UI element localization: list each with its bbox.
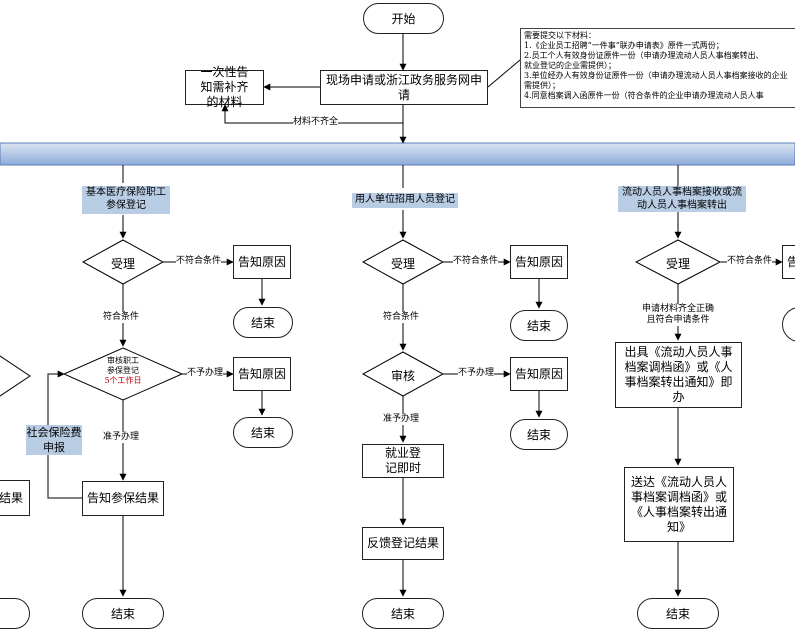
lane1-review-line1: 审核职工 bbox=[107, 356, 139, 365]
lane1-result-box: 告知参保结果 bbox=[82, 481, 164, 516]
lane2-reason2-box: 告知原因 bbox=[510, 357, 568, 391]
lane2-end3: 结束 bbox=[362, 598, 444, 629]
lane2-end1: 结束 bbox=[510, 310, 568, 341]
lane3-reason1-box: 告知原因 bbox=[782, 245, 795, 279]
lane1-not-approved-label: 不予办理 bbox=[187, 368, 224, 379]
apply-box: 现场申请或浙江政务服务网申请 bbox=[320, 70, 488, 105]
lane1-review-days: 5个工作日 bbox=[104, 376, 142, 385]
lane2-end2: 结束 bbox=[510, 419, 568, 450]
note-line: 3.单位经办人有效身份证原件一份（申请办理流动人员人事档案接收的企业 bbox=[524, 71, 788, 80]
lane3-condition-label: 申请材料齐全正确且符合申请条件 bbox=[638, 304, 718, 326]
lane1-accept-label: 受理 bbox=[110, 257, 135, 271]
social-fee-label: 社会保险费申报 bbox=[26, 425, 82, 455]
lane3-deliver-box: 送达《流动人员人事档案调档函》或《人事档案转出通知》 bbox=[624, 467, 734, 542]
lane1-review-line2: 参保登记 bbox=[107, 366, 139, 375]
lane3-end3: 结束 bbox=[637, 598, 719, 629]
materials-note: 需要提交以下材料： 1.《企业员工招聘“一件事”联办申请表》原件一式两份； 2.… bbox=[520, 28, 795, 108]
lane2-accept-label: 受理 bbox=[390, 257, 415, 271]
lane2-not-approved-label: 不予办理 bbox=[458, 368, 495, 379]
start-node: 开始 bbox=[363, 3, 444, 34]
lane2-reason1-box: 告知原因 bbox=[510, 245, 568, 279]
note-line: 需提供）； bbox=[524, 81, 560, 90]
lane1-not-qualified-label: 不符合条件 bbox=[176, 256, 222, 267]
left-result-box: 结果 bbox=[0, 480, 30, 516]
lane2-review-label: 审核 bbox=[390, 369, 415, 383]
lane2-not-qualified-label: 不符合条件 bbox=[453, 256, 499, 267]
note-line: 2.员工个人有效身份证原件一份（申请办理流动人员人事档案转出、 bbox=[524, 51, 764, 60]
lane1-qualified-label: 符合条件 bbox=[103, 312, 140, 323]
lane3-header: 流动人员人事档案接收或流动人员人事档案转出 bbox=[618, 186, 746, 212]
lane1-reason1-box: 告知原因 bbox=[233, 245, 291, 279]
note-line: 1.《企业员工招聘“一件事”联办申请表》原件一式两份； bbox=[524, 41, 724, 50]
swimlane-band bbox=[0, 142, 795, 166]
lane3-accept-label: 受理 bbox=[665, 257, 690, 271]
missing-materials-label: 材料不齐全 bbox=[293, 117, 339, 128]
lane2-qualified-label: 符合条件 bbox=[383, 312, 420, 323]
decision-left-fragment bbox=[0, 355, 31, 397]
notify-materials-box: 一次性告知需补齐的材料 bbox=[185, 65, 264, 109]
lane2-approved-label: 准予办理 bbox=[383, 414, 420, 425]
lane2-header: 用人单位招用人员登记 bbox=[352, 193, 458, 208]
lane3-issue-box: 出具《流动人员人事档案调档函》或《人事档案转出通知》即办 bbox=[615, 342, 742, 408]
lane1-header: 基本医疗保险职工参保登记 bbox=[82, 186, 170, 214]
note-line: 需要提交以下材料： bbox=[524, 31, 596, 40]
lane3-not-qualified-label: 不符合条件 bbox=[727, 256, 773, 267]
lane1-reason2-box: 告知原因 bbox=[233, 357, 291, 391]
lane1-review-label: 审核职工 参保登记 5个工作日 bbox=[93, 356, 153, 386]
note-link bbox=[487, 59, 521, 88]
lane1-end2: 结束 bbox=[233, 417, 293, 448]
left-end-node bbox=[0, 598, 30, 629]
lane2-register-box: 就业登记即时 bbox=[362, 444, 444, 478]
note-line: 就业登记的企业需提供）； bbox=[524, 61, 616, 70]
note-line: 4.同意档案调入函原件一份（符合条件的企业申请办理流动人员人事 bbox=[524, 91, 764, 100]
lane1-end3: 结束 bbox=[82, 598, 164, 629]
lane1-end1: 结束 bbox=[233, 307, 293, 338]
lane1-approved-label: 准予办理 bbox=[103, 432, 140, 443]
lane2-feedback-box: 反馈登记结果 bbox=[362, 527, 444, 560]
